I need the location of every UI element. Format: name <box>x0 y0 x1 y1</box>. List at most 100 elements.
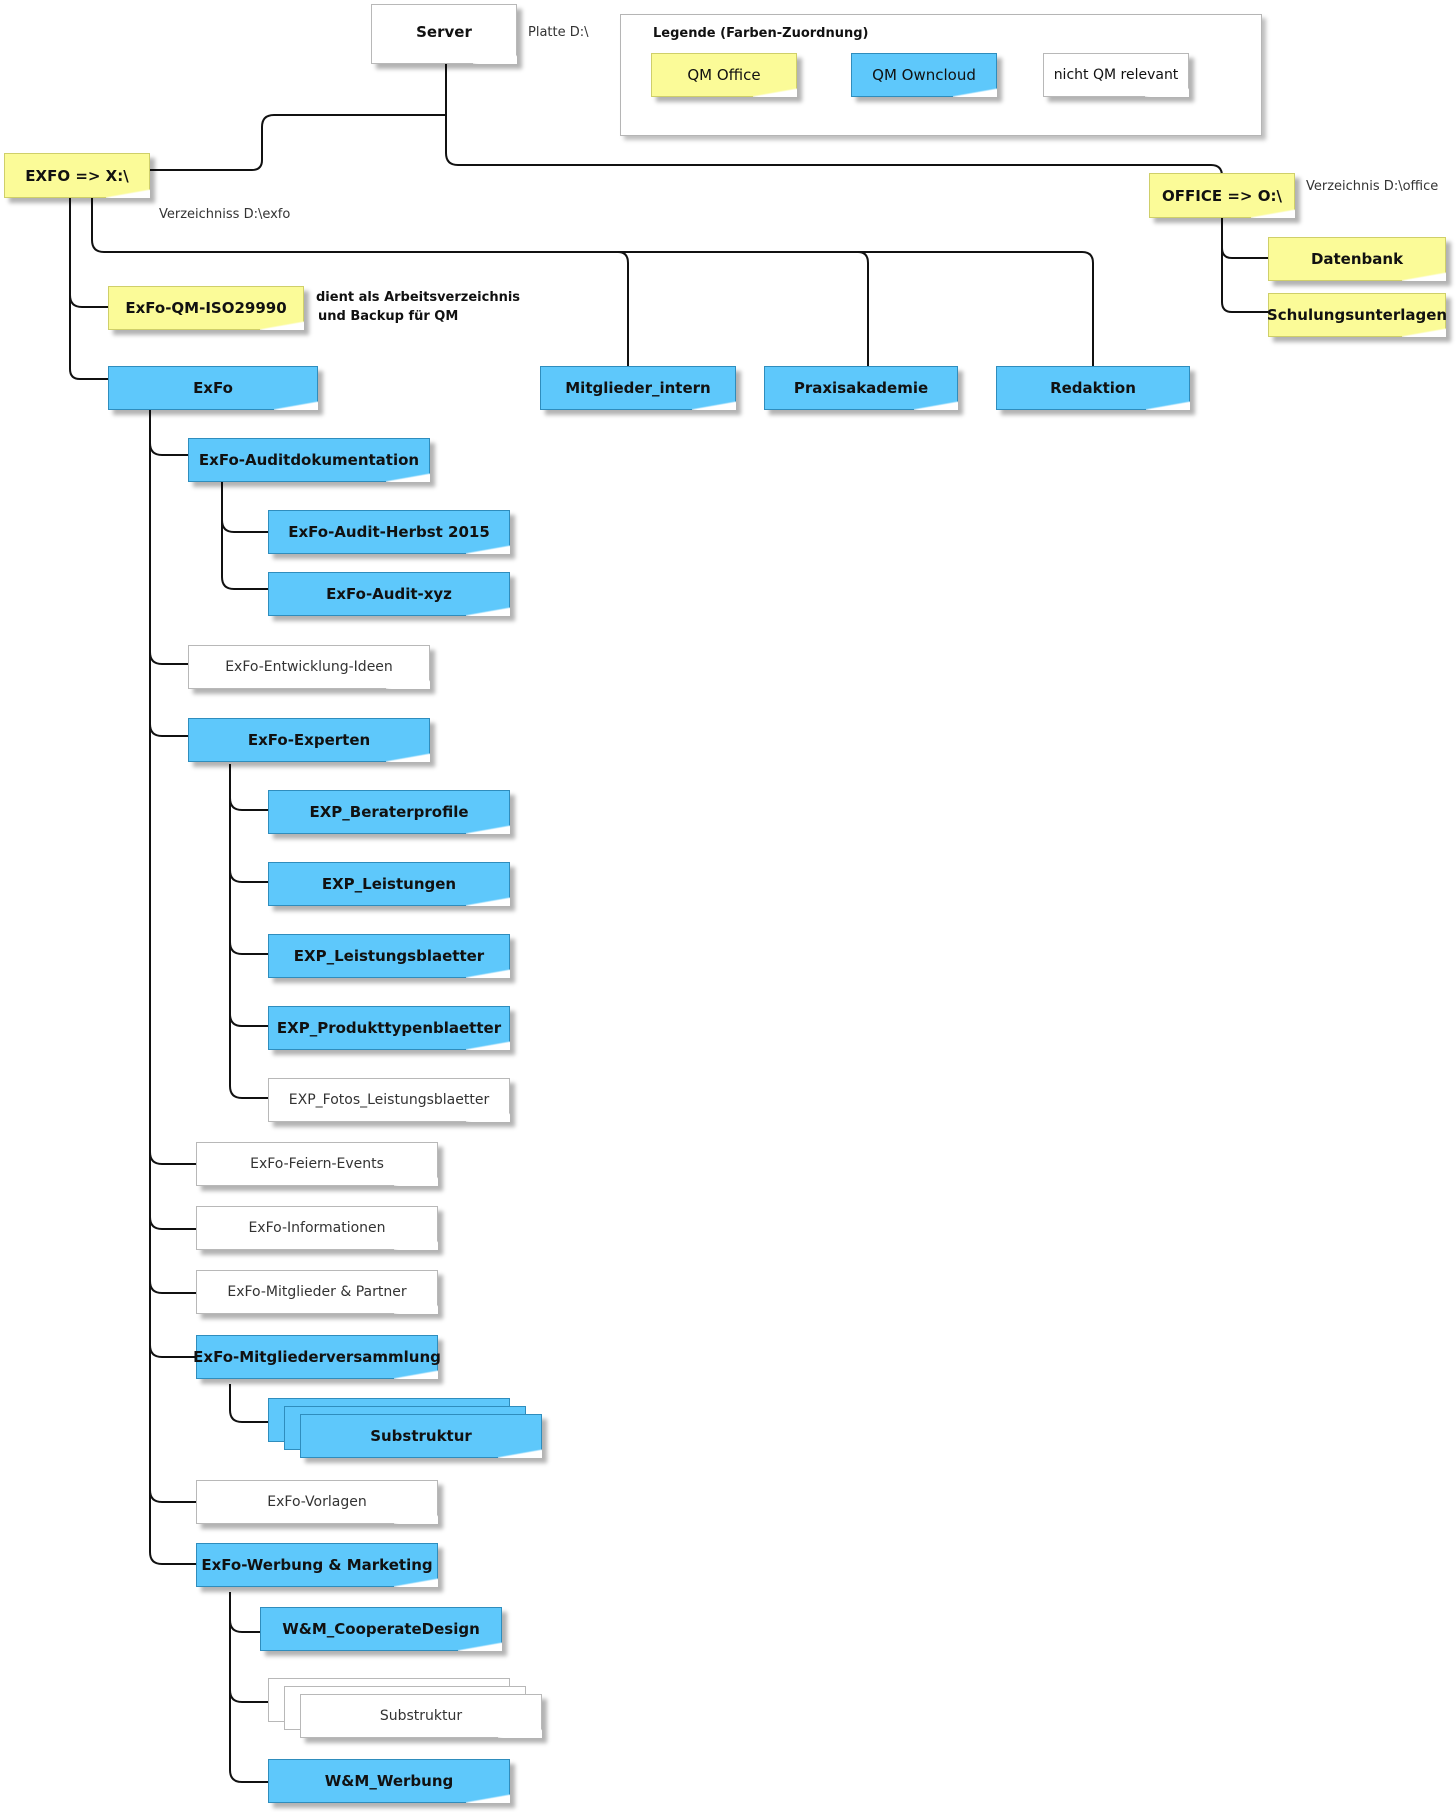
connector-wm-vertical <box>229 1592 268 1783</box>
connector-to-praxis <box>857 251 869 369</box>
connector-exp-leistungsblaetter <box>229 941 268 955</box>
mitglieder-intern-label: Mitglieder_intern <box>565 379 711 397</box>
wm-cooperate-label: W&M_CooperateDesign <box>282 1620 480 1638</box>
exp-produkttypen-node[interactable]: EXP_Produkttypenblaetter <box>268 1006 510 1050</box>
connector-to-vorlagen <box>149 1489 196 1503</box>
connector-to-auditdok <box>149 442 188 456</box>
datenbank-node[interactable]: Datenbank <box>1268 237 1446 281</box>
exfo-drive-node[interactable]: EXFO => X:\ <box>4 153 150 198</box>
experten-node[interactable]: ExFo-Experten <box>188 718 430 762</box>
schulungsunterlagen-node[interactable]: Schulungsunterlagen <box>1266 293 1448 337</box>
office-drive-label: OFFICE => O:\ <box>1162 186 1282 205</box>
connector-exfo-trunk <box>149 410 196 1565</box>
connector-to-mitglieder <box>617 251 629 369</box>
connector-exfo-qm <box>69 294 108 308</box>
wm-cooperate-node[interactable]: W&M_CooperateDesign <box>260 1607 502 1651</box>
exp-leistungsblaetter-label: EXP_Leistungsblaetter <box>293 947 485 965</box>
exp-beraterprofile-label: EXP_Beraterprofile <box>309 803 469 821</box>
connector-to-feiern <box>149 1151 196 1165</box>
mitglieder-intern-node[interactable]: Mitglieder_intern <box>540 366 736 410</box>
auditdokumentation-label: ExFo-Auditdokumentation <box>198 451 420 469</box>
connector-to-mitgliederpartner <box>149 1280 196 1294</box>
exfo-node[interactable]: ExFo <box>108 366 318 410</box>
informationen-label: ExFo-Informationen <box>248 1220 386 1236</box>
exp-leistungen-label: EXP_Leistungen <box>321 875 457 893</box>
server-label: Server <box>416 23 472 41</box>
connector-office-datenbank <box>1221 247 1268 259</box>
praxisakademie-node[interactable]: Praxisakademie <box>764 366 958 410</box>
exp-fotos-label: EXP_Fotos_Leistungsblaetter <box>288 1092 490 1108</box>
mitglieder-partner-node[interactable]: ExFo-Mitglieder & Partner <box>196 1270 438 1314</box>
exfo-label: ExFo <box>193 379 233 397</box>
legend-qm-owncloud-label: QM Owncloud <box>872 66 976 84</box>
qm-iso-label: ExFo-QM-ISO29990 <box>125 299 287 317</box>
legend-qm-owncloud: QM Owncloud <box>851 53 997 97</box>
vorlagen-label: ExFo-Vorlagen <box>267 1494 367 1510</box>
exp-produkttypen-label: EXP_Produkttypenblaetter <box>276 1019 502 1037</box>
office-drive-node[interactable]: OFFICE => O:\ <box>1149 173 1295 218</box>
substruktur-2-label: Substruktur <box>379 1708 463 1724</box>
audit-xyz-node[interactable]: ExFo-Audit-xyz <box>268 572 510 616</box>
connector-exfo-horizontal <box>91 198 1094 369</box>
informationen-node[interactable]: ExFo-Informationen <box>196 1206 438 1250</box>
praxisakademie-label: Praxisakademie <box>793 379 929 397</box>
wm-werbung-node[interactable]: W&M_Werbung <box>268 1759 510 1803</box>
verzeichnis-exfo-note: Verzeichniss D:\exfo <box>159 207 291 222</box>
arbeits-note-line2: und Backup für QM <box>318 309 459 324</box>
exp-beraterprofile-node[interactable]: EXP_Beraterprofile <box>268 790 510 834</box>
entwicklung-node[interactable]: ExFo-Entwicklung-Ideen <box>188 645 430 689</box>
audit-herbst-node[interactable]: ExFo-Audit-Herbst 2015 <box>268 510 510 554</box>
mitgliederversammlung-label: ExFo-Mitgliederversammlung <box>193 1348 441 1366</box>
connector-to-mitgliederversammlung <box>149 1344 196 1358</box>
legend-not-relevant-label: nicht QM relevant <box>1053 67 1179 83</box>
legend-title: Legende (Farben-Zuordnung) <box>653 26 869 41</box>
legend-qm-office: QM Office <box>651 53 797 97</box>
legend-not-relevant: nicht QM relevant <box>1043 53 1189 97</box>
exp-leistungen-node[interactable]: EXP_Leistungen <box>268 862 510 906</box>
connector-exfo-vertical <box>69 198 108 380</box>
entwicklung-label: ExFo-Entwicklung-Ideen <box>225 659 393 675</box>
mitgliederversammlung-node[interactable]: ExFo-Mitgliederversammlung <box>193 1335 441 1379</box>
wm-werbung-label: W&M_Werbung <box>324 1772 454 1790</box>
connector-to-entwicklung <box>149 651 188 665</box>
connector-to-informationen <box>149 1216 196 1230</box>
redaktion-label: Redaktion <box>1050 379 1136 397</box>
connector-server-exfo <box>150 60 447 171</box>
connector-wm-substruktur <box>229 1689 268 1703</box>
mitglieder-partner-label: ExFo-Mitglieder & Partner <box>227 1284 407 1300</box>
feiern-label: ExFo-Feiern-Events <box>250 1156 384 1172</box>
connector-experten-vertical <box>229 764 268 1099</box>
connector-wm-cooperate <box>229 1619 260 1633</box>
schulungsunterlagen-label: Schulungsunterlagen <box>1266 306 1448 324</box>
exp-leistungsblaetter-node[interactable]: EXP_Leistungsblaetter <box>268 934 510 978</box>
verzeichnis-office-note: Verzeichnis D:\office <box>1306 179 1439 194</box>
substruktur-1-label: Substruktur <box>370 1427 472 1445</box>
datenbank-label: Datenbank <box>1310 250 1404 268</box>
legend-qm-office-label: QM Office <box>687 66 761 84</box>
experten-label: ExFo-Experten <box>247 731 371 749</box>
connector-server-office <box>445 115 1223 177</box>
exp-fotos-node[interactable]: EXP_Fotos_Leistungsblaetter <box>268 1078 510 1122</box>
arbeits-note-line1: dient als Arbeitsverzeichnis <box>316 290 521 305</box>
connector-audit-vertical <box>221 482 268 590</box>
connector-office-vertical <box>1221 216 1268 313</box>
connector-exp-berater <box>229 797 268 811</box>
connector-exp-produkttypen <box>229 1013 268 1027</box>
substruktur-2-node[interactable]: Substruktur <box>300 1694 542 1738</box>
redaktion-node[interactable]: Redaktion <box>996 366 1190 410</box>
connector-to-experten <box>149 723 188 737</box>
audit-xyz-label: ExFo-Audit-xyz <box>326 585 452 603</box>
audit-herbst-label: ExFo-Audit-Herbst 2015 <box>288 523 490 541</box>
substruktur-1-node[interactable]: Substruktur <box>300 1414 542 1458</box>
vorlagen-node[interactable]: ExFo-Vorlagen <box>196 1480 438 1524</box>
werbung-marketing-node[interactable]: ExFo-Werbung & Marketing <box>196 1543 438 1587</box>
server-node[interactable]: Server <box>371 4 517 64</box>
auditdokumentation-node[interactable]: ExFo-Auditdokumentation <box>188 438 430 482</box>
qm-iso-node[interactable]: ExFo-QM-ISO29990 <box>108 286 304 330</box>
werbung-marketing-label: ExFo-Werbung & Marketing <box>201 1556 433 1574</box>
connector-mv-substruktur <box>229 1384 268 1423</box>
feiern-node[interactable]: ExFo-Feiern-Events <box>196 1142 438 1186</box>
platte-note: Platte D:\ <box>528 25 589 40</box>
